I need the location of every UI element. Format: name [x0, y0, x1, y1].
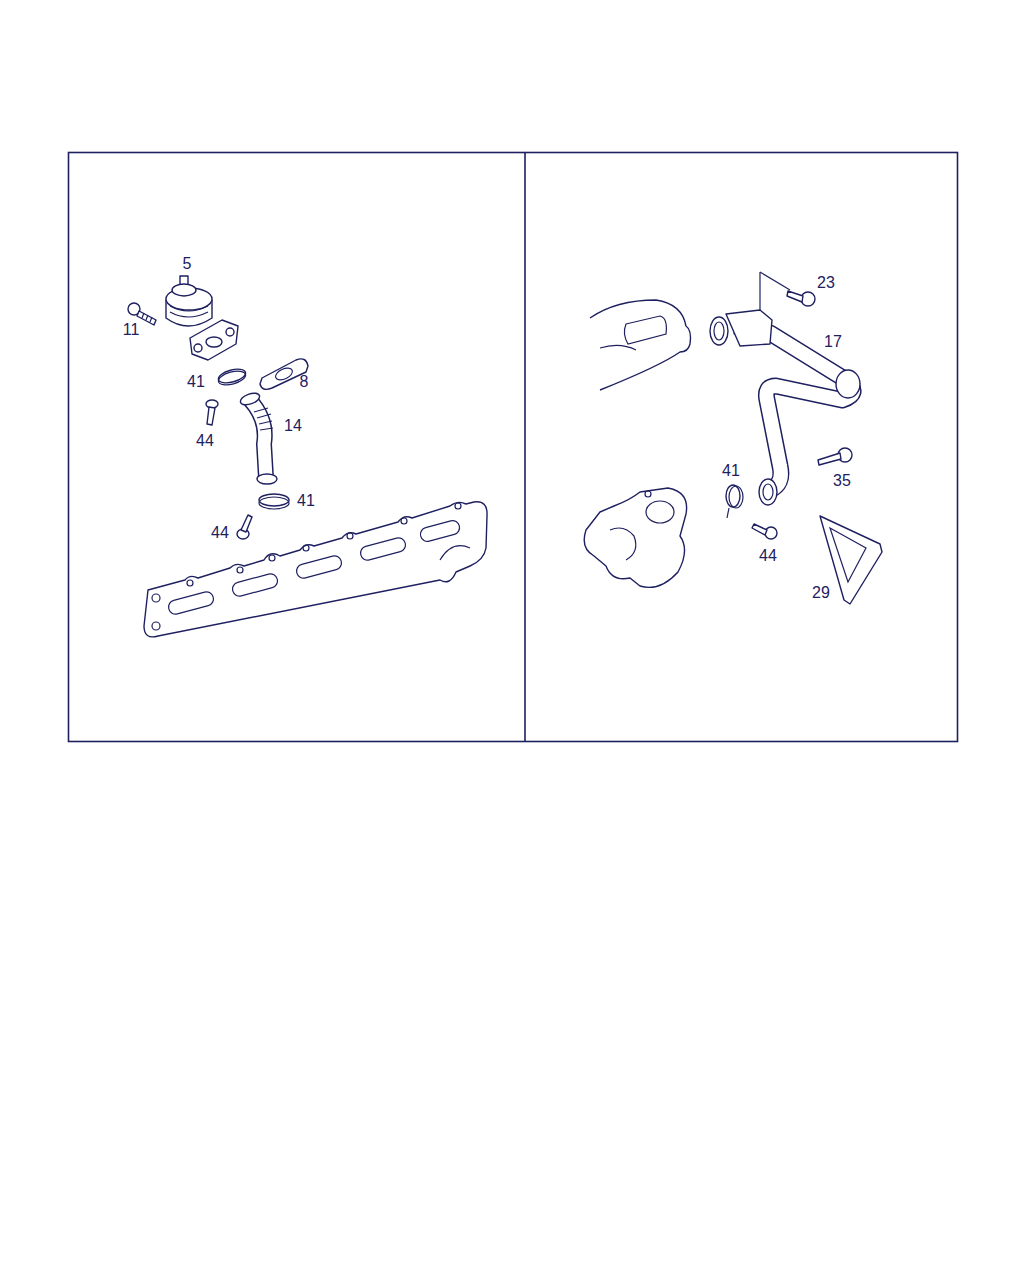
callout-number: 5 — [181, 255, 194, 273]
callout-number: 41 — [720, 462, 742, 480]
throttle-body — [584, 488, 686, 587]
exhaust-manifold — [144, 502, 487, 637]
callout-number: 8 — [298, 373, 311, 391]
clamp — [726, 485, 743, 518]
pipe — [239, 391, 277, 484]
callout-number: 44 — [209, 524, 231, 542]
callout-number: 23 — [815, 274, 837, 292]
callout-number: 11 — [121, 321, 142, 339]
clamp — [217, 367, 247, 388]
egr-valve — [166, 276, 238, 360]
callout-number: 41 — [295, 492, 317, 510]
callout-number: 17 — [822, 333, 844, 351]
callout-number: 44 — [194, 432, 216, 450]
bolt — [206, 400, 218, 425]
pipe — [710, 272, 860, 505]
divider — [524, 152, 526, 742]
callout-number: 29 — [810, 584, 832, 602]
bolt — [237, 515, 252, 539]
callout-number: 41 — [185, 373, 207, 391]
bolt — [752, 524, 777, 539]
callout-number: 14 — [282, 417, 304, 435]
callout-number: 35 — [831, 472, 853, 490]
cylinder-head — [590, 300, 691, 390]
frame — [69, 153, 958, 742]
bolt — [787, 291, 815, 306]
callout-number: 44 — [757, 547, 779, 565]
bolt — [818, 448, 852, 465]
clamp — [259, 494, 289, 509]
